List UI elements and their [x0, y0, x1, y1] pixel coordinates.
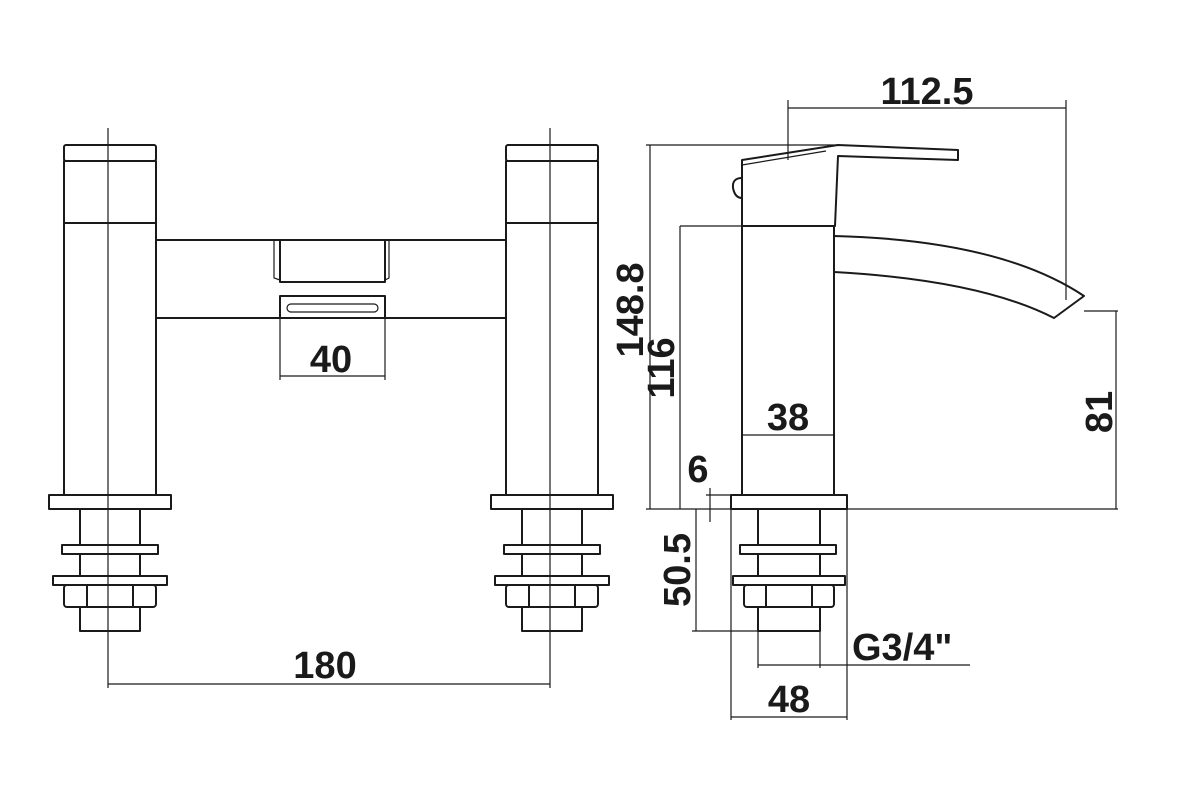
dimension-total-height: 148.8 — [610, 145, 652, 509]
front-spout — [273, 239, 390, 319]
dimension-base-plate: 6 — [687, 449, 711, 522]
dimension-base-diameter: 48 — [731, 679, 847, 721]
bridge — [155, 239, 507, 319]
front-view: 40 180 — [48, 128, 614, 688]
right-pillar — [490, 144, 614, 632]
dimension-label-38: 38 — [767, 397, 809, 439]
dimension-label-thread: G3/4" — [852, 627, 952, 669]
dimension-spout-width: 40 — [279, 318, 386, 381]
side-extension-lines — [646, 100, 1118, 720]
dimension-spout-reach: 112.5 — [788, 71, 1066, 113]
side-fittings — [730, 494, 848, 632]
front-centre-lines — [107, 128, 551, 688]
side-view: 112.5 148.8 116 38 81 6 50 — [610, 71, 1121, 721]
dimension-shank-length: 50.5 — [657, 509, 699, 631]
dimension-label-81: 81 — [1079, 391, 1121, 433]
side-spout — [833, 235, 1085, 319]
side-handle — [731, 144, 959, 227]
dimension-spout-height: 81 — [1079, 311, 1121, 509]
dimension-label-116: 116 — [641, 337, 683, 398]
dimension-label-50-5: 50.5 — [657, 533, 699, 607]
dimension-centres: 180 — [108, 645, 550, 687]
dimension-body-height: 116 — [641, 226, 683, 509]
dimension-label-112-5: 112.5 — [881, 71, 974, 113]
dimension-body-width: 38 — [742, 397, 834, 439]
side-body — [741, 225, 835, 496]
dimension-label-148-8: 148.8 — [610, 262, 652, 357]
dimension-label-48: 48 — [768, 679, 810, 721]
dimension-label-6: 6 — [687, 449, 708, 491]
dimension-label-40: 40 — [310, 339, 352, 381]
left-pillar — [48, 144, 172, 632]
dimension-thread: G3/4" — [758, 627, 970, 669]
dimension-label-180: 180 — [293, 645, 356, 687]
